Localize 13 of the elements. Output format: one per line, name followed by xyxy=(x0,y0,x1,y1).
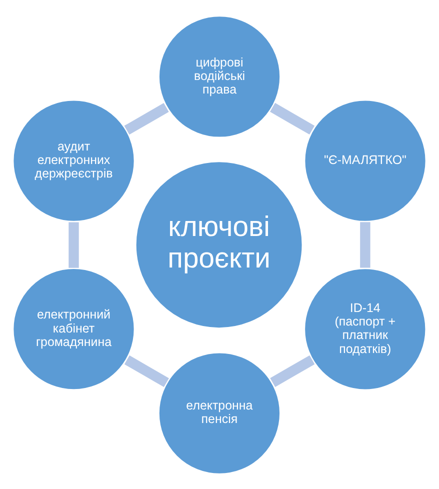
connector xyxy=(124,354,169,387)
node-circle: ID-14 (паспорт + платник податків) xyxy=(302,266,428,392)
node-circle: ключові проєкти xyxy=(134,159,304,330)
node-circle: електронна пенсія xyxy=(157,350,282,476)
node-circle: аудит електронних держреєстрів xyxy=(11,98,136,223)
connector xyxy=(124,102,169,134)
connector xyxy=(68,222,79,268)
node-circle: електронний кабінет громадянина xyxy=(11,266,136,391)
connector xyxy=(360,222,370,268)
node-circle: "Є-МАЛЯТКО" xyxy=(302,98,428,223)
connector xyxy=(270,102,315,134)
node-circle: цифрові водійські права xyxy=(157,14,282,139)
connector xyxy=(270,354,315,386)
